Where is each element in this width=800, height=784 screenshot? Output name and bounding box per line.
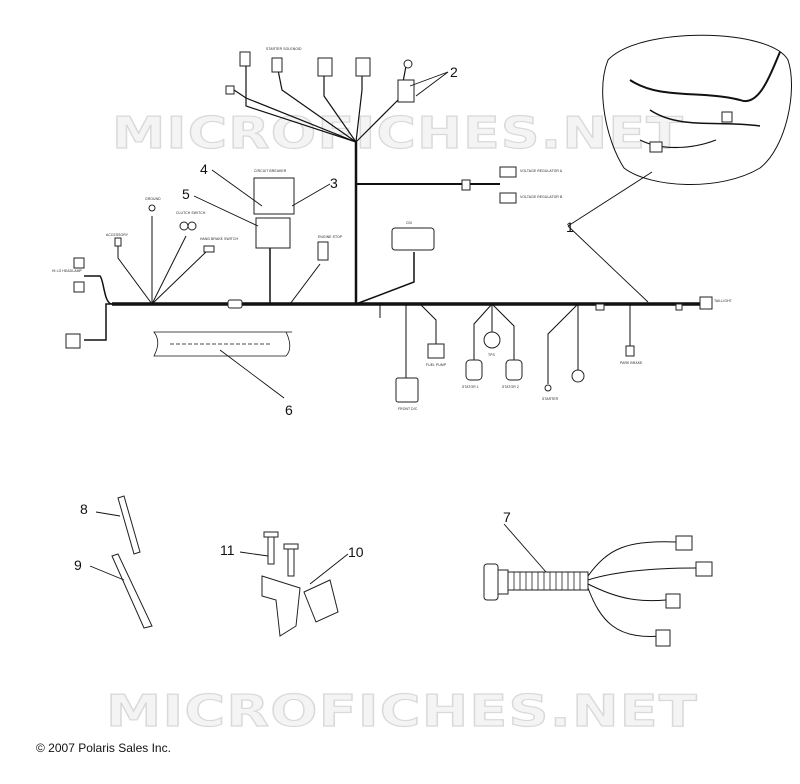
label-hi-lo-headlamp: HI LO HEADLAMP [52, 269, 82, 273]
circuit-breaker-branch: CIRCUIT BREAKER ENGINE STOP [253, 169, 343, 305]
label-fuel-pump: FUEL PUMP [426, 363, 447, 367]
callout-8: 8 [80, 501, 88, 517]
label-engine-stop: ENGINE STOP [318, 235, 343, 239]
watermark-top: MICROFICHES.NET [112, 108, 684, 159]
label-stator-2: STATOR 2 [502, 385, 519, 389]
leader-lines [89, 71, 653, 585]
cdi-branch: CDI [355, 221, 435, 305]
callout-1: 1 [566, 219, 574, 235]
callout-3: 3 [330, 175, 338, 191]
label-stator-1: STATOR 1 [462, 385, 479, 389]
callout-5: 5 [182, 186, 190, 202]
sub-harness [483, 535, 713, 647]
label-hand-brake-switch: HAND BRAKE SWITCH [200, 237, 239, 241]
callout-9: 9 [74, 557, 82, 573]
label-voltage-regulator-a: VOLTAGE REGULATOR A [520, 169, 563, 173]
switch-branch: ACCESSORY GROUND CLUTCH SWITCH HAND BRAK… [106, 197, 239, 305]
label-park-brake: PARK BRAKE [620, 361, 643, 365]
label-ground: GROUND [145, 197, 161, 201]
label-cdi: CDI [406, 221, 412, 225]
callout-4: 4 [200, 161, 208, 177]
callout-7: 7 [503, 509, 511, 525]
callout-6: 6 [285, 402, 293, 418]
label-tps: TPS [488, 353, 496, 357]
callout-numbers: 1 2 3 4 5 6 7 8 9 10 11 [74, 64, 574, 573]
label-clutch-switch: CLUTCH SWITCH [176, 211, 206, 215]
cable-ties [111, 495, 153, 629]
callout-10: 10 [348, 544, 364, 560]
label-circuit-breaker: CIRCUIT BREAKER [254, 169, 287, 173]
upper-branch: VOLTAGE REGULATOR A VOLTAGE REGULATOR B … [225, 47, 563, 304]
label-starter-solenoid: STARTER SOLENOID [266, 47, 302, 51]
callout-2: 2 [450, 64, 458, 80]
label-accessory: ACCESSORY [106, 233, 129, 237]
label-taillight: TAILLIGHT [714, 299, 732, 303]
watermark-bottom: MICROFICHES.NET [106, 686, 698, 737]
label-front-dc: FRONT D/C [398, 407, 418, 411]
copyright-notice: © 2007 Polaris Sales Inc. [36, 741, 171, 755]
ground-strap [153, 331, 293, 357]
label-starter: STARTER [542, 397, 559, 401]
label-voltage-regulator-b: VOLTAGE REGULATOR B [520, 195, 563, 199]
bracket-assembly [261, 531, 339, 637]
callout-11: 11 [220, 542, 235, 558]
harness-inset [602, 34, 792, 186]
lower-branches: FRONT D/C FUEL PUMP TPS STATOR 1 STATOR … [379, 303, 683, 411]
